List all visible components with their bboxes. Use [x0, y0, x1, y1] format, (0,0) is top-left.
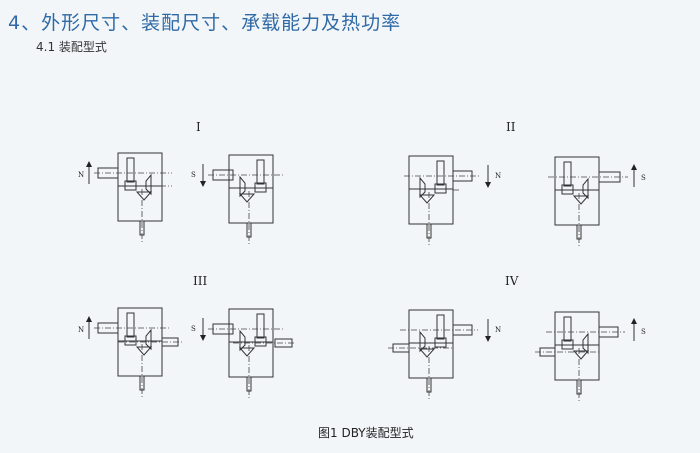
section-title: 4、外形尺寸、装配尺寸、承载能力及热功率 — [8, 12, 402, 34]
diagram-iv-n: N — [388, 309, 501, 401]
group-label-iv: IV — [505, 274, 519, 288]
diagram-iii-n: N — [78, 307, 182, 399]
diagram-iv-s: S — [535, 311, 646, 403]
figure-caption: 图1 DBY装配型式 — [318, 426, 414, 440]
diagram-ii-s: S — [548, 156, 646, 248]
diagram-i-s: S — [191, 154, 285, 246]
direction-label-s: S — [641, 328, 646, 336]
diagram-iii-s: S — [191, 308, 296, 400]
direction-label-n: N — [495, 326, 501, 334]
subsection-title: 4.1 装配型式 — [36, 40, 107, 54]
direction-label-n: N — [78, 326, 84, 334]
group-label-ii: II — [506, 120, 516, 134]
direction-label-s: S — [641, 174, 646, 182]
group-label-iii: III — [193, 274, 208, 288]
direction-label-s: S — [191, 325, 196, 333]
diagram-ii-n: N — [404, 155, 501, 247]
direction-label-n: N — [78, 171, 84, 179]
group-label-i: I — [196, 120, 201, 134]
direction-label-s: S — [191, 171, 196, 179]
direction-label-n: N — [495, 172, 501, 180]
diagram-i-n: N — [78, 152, 172, 244]
